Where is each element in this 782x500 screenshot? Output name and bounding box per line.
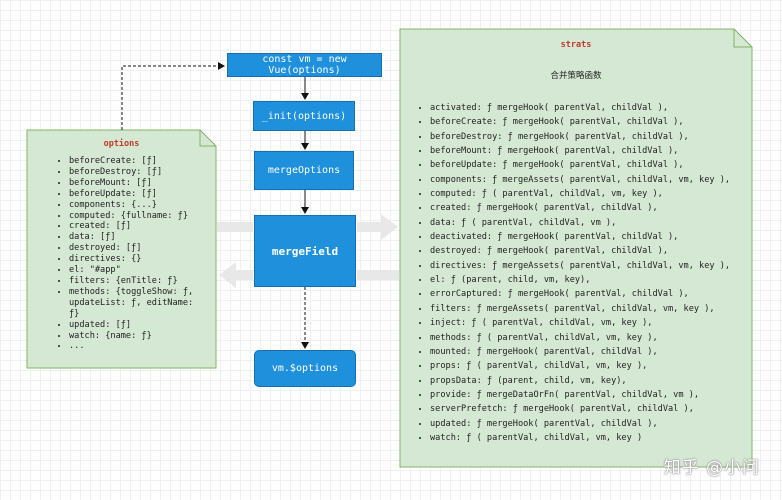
strats-note-shape [399,28,753,468]
options-list-item: directives: {} [69,254,212,265]
strats-list-item: serverPrefetch: ƒ mergeHook( parentVal, … [430,402,748,416]
strats-list-item: updated: ƒ mergeHook( parentVal, childVa… [430,417,748,431]
strats-list-item: propsData: ƒ (parent, child, vm, key), [430,374,748,388]
strats-list-item: inject: ƒ ( parentVal, childVal, vm, key… [430,316,748,330]
strats-list-item: computed: ƒ ( parentVal, childVal, vm, k… [430,187,748,201]
options-list-item: created: [ƒ] [69,221,212,232]
options-list-item: computed: {fullname: ƒ} [69,211,212,222]
options-list-item: beforeCreate: [ƒ] [69,156,212,167]
strats-note-title: strats [560,40,592,50]
strats-list-item: destroyed: ƒ mergeHook( parentVal, child… [430,244,748,258]
strats-list-item: errorCaptured: ƒ mergeHook( parentVal, c… [430,287,748,301]
strats-list-item: el: ƒ (parent, child, vm, key), [430,273,748,287]
strats-note-list: activated: ƒ mergeHook( parentVal, child… [418,101,748,445]
flow-step-vm-options: vm.$options [254,350,356,387]
strats-list-item: methods: ƒ ( parentVal, childVal, vm, ke… [430,331,748,345]
options-list-item: methods: {toggleShow: ƒ, updateList: ƒ, … [69,287,212,320]
flow-step-init: _init(options) [253,101,355,131]
options-list-item: watch: {name: ƒ} [69,331,212,342]
options-list-item: data: [ƒ] [69,232,212,243]
flow-step-new-vue: const vm = new Vue(options) [227,53,382,77]
options-list-item: beforeMount: [ƒ] [69,178,212,189]
flow-step-merge-field: mergeField [254,215,356,287]
strats-list-item: beforeCreate: ƒ mergeHook( parentVal, ch… [430,115,748,129]
strats-list-item: created: ƒ mergeHook( parentVal, childVa… [430,201,748,215]
strats-list-item: activated: ƒ mergeHook( parentVal, child… [430,101,748,115]
strats-list-item: beforeDestroy: ƒ mergeHook( parentVal, c… [430,130,748,144]
options-to-vm-connector [121,62,225,130]
strats-list-item: watch: ƒ ( parentVal, childVal, vm, key … [430,431,748,445]
options-list-item: filters: {enTitle: ƒ} [69,276,212,287]
strats-list-item: deactivated: ƒ mergeHook( parentVal, chi… [430,230,748,244]
ghost-arrow-left [219,262,399,288]
strats-list-item: components: ƒ mergeAssets( parentVal, ch… [430,173,748,187]
options-note-shape [26,129,217,369]
options-note-list: beforeCreate: [ƒ]beforeDestroy: [ƒ]befor… [57,156,212,352]
flow-step-merge-options: mergeOptions [254,151,354,190]
options-list-item: ... [69,341,212,352]
strats-list-item: directives: ƒ mergeAssets( parentVal, ch… [430,259,748,273]
options-note-title: options [103,139,140,149]
ghost-arrow-right [217,214,398,240]
options-list-item: destroyed: [ƒ] [69,243,212,254]
options-list-item: beforeUpdate: [ƒ] [69,189,212,200]
strats-list-item: beforeMount: ƒ mergeHook( parentVal, chi… [430,144,748,158]
options-list-item: beforeDestroy: [ƒ] [69,167,212,178]
strats-list-item: mounted: ƒ mergeHook( parentVal, childVa… [430,345,748,359]
options-list-item: updated: [ƒ] [69,320,212,331]
strats-list-item: beforeUpdate: ƒ mergeHook( parentVal, ch… [430,158,748,172]
options-list-item: components: {...} [69,200,212,211]
watermark: 知乎 @小问 [663,458,760,478]
strats-list-item: provide: ƒ mergeDataOrFn( parentVal, chi… [430,388,748,402]
strats-list-item: data: ƒ ( parentVal, childVal, vm ), [430,216,748,230]
options-list-item: el: "#app" [69,265,212,276]
strats-list-item: filters: ƒ mergeAssets( parentVal, child… [430,302,748,316]
strats-note-subtitle: 合并策略函数 [550,71,602,81]
strats-list-item: props: ƒ ( parentVal, childVal, vm, key … [430,359,748,373]
